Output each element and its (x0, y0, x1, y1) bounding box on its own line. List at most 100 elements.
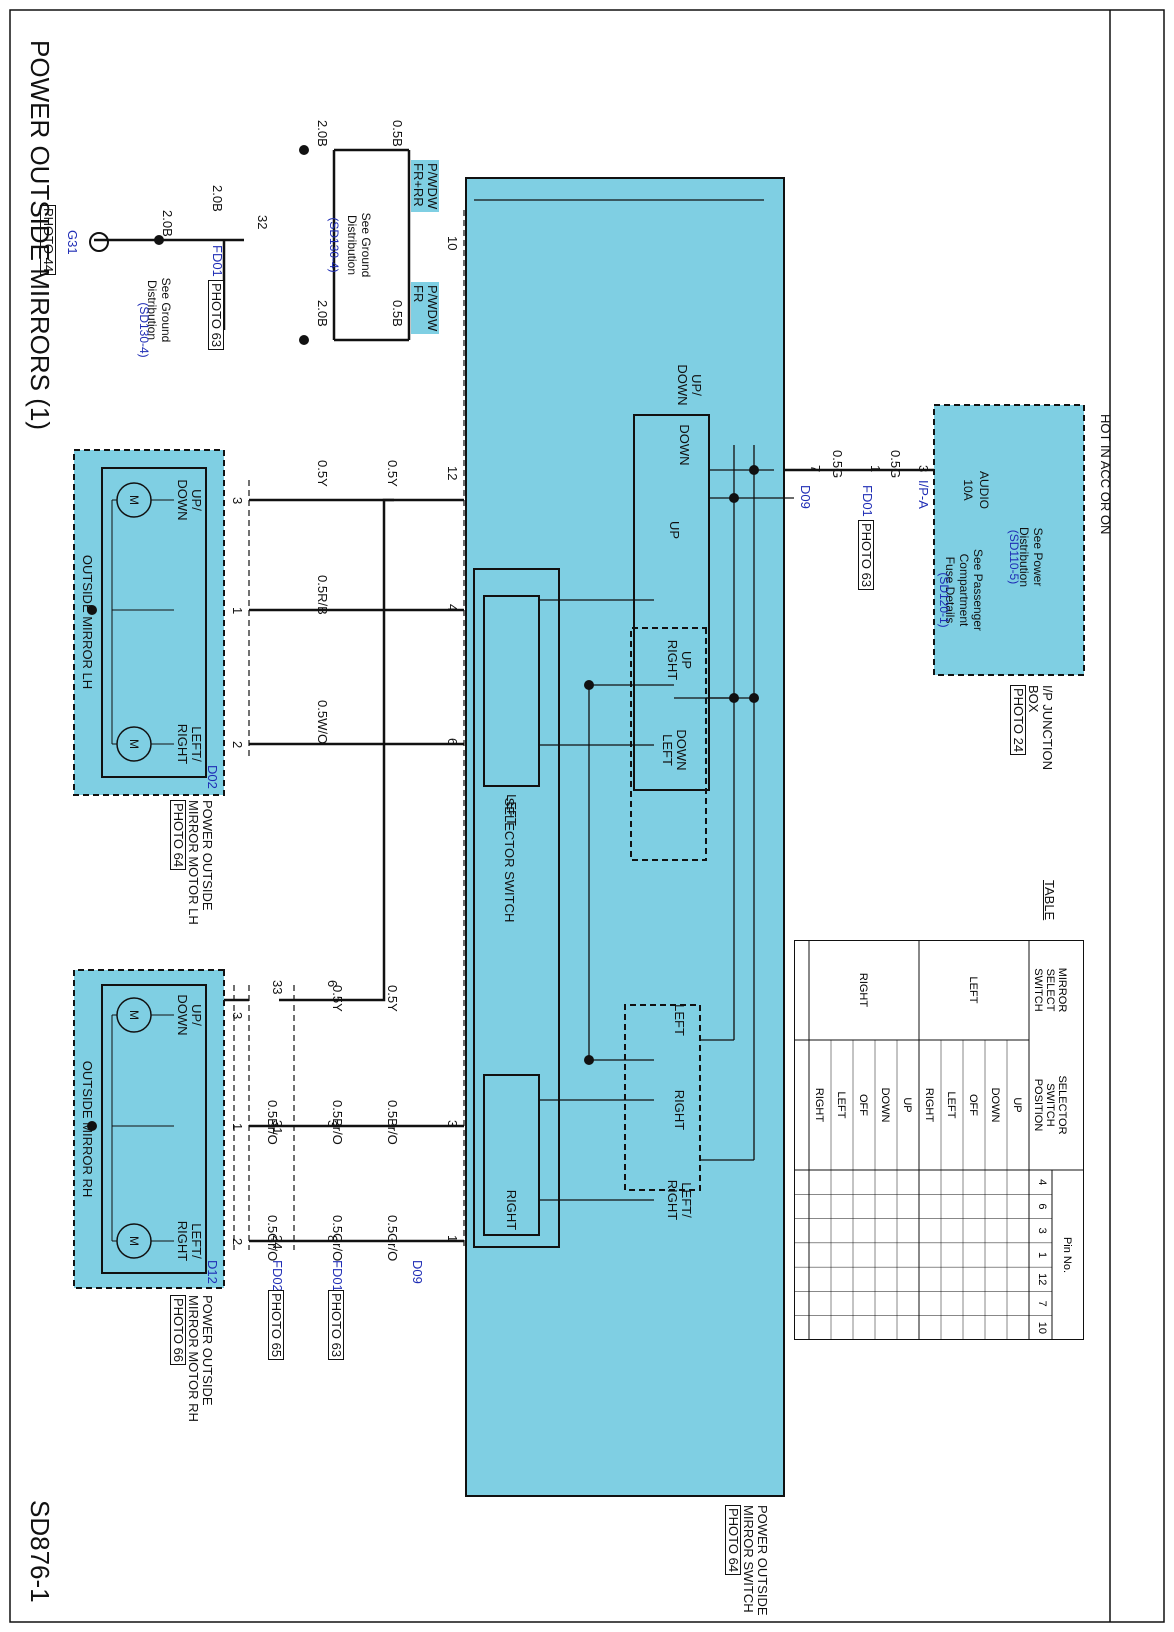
page-code: SD876-1 (25, 1500, 55, 1603)
jb-pin: 3 (916, 465, 931, 473)
rh-motor-lr: M (127, 1236, 141, 1246)
wire-g05a: 0.5G (888, 450, 903, 479)
rh-pin3: 3 (230, 1012, 245, 1020)
table-head-pin: Pin No. (1061, 1237, 1073, 1273)
fd01-a: FD01 (860, 485, 875, 517)
table-row-label: DOWN (879, 1088, 891, 1123)
fd01-b-connector: FD01 (210, 245, 225, 277)
table-head-selector: SELECTORSWITCHPOSITION (1032, 1075, 1068, 1134)
rh-leftright: LEFT/ RIGHT (175, 1220, 204, 1262)
fd01-c-photo: PHOTO 63 (328, 1290, 344, 1361)
wire-b20b: 2.0B (315, 300, 330, 327)
table-row-label: LEFT (835, 1092, 847, 1119)
mirror-rh-name: OUTSIDE MIRROR RH (80, 1060, 95, 1198)
fd01-a-photo: PHOTO 63 (858, 520, 874, 591)
mirror-rh-photo: PHOTO 66 (170, 1295, 186, 1366)
see-ground-a: See Ground Distribution (345, 212, 373, 278)
table-row-label: OFF (857, 1094, 869, 1116)
see-ground-a-ref: (SD130-4) (327, 217, 341, 273)
right-label: RIGHT (672, 1089, 687, 1131)
rh-updown: UP/ DOWN (175, 994, 204, 1036)
wire-b20c: 2.0B (210, 185, 225, 212)
up-right-label: UP RIGHT (665, 639, 694, 681)
table-group-0: LEFT (967, 977, 979, 1004)
see-power-ref: (SD110-5) (1007, 529, 1021, 585)
lh-leftright: LEFT/ RIGHT (175, 723, 204, 765)
wire-gro-rh3: 0.5Gr/O (385, 1215, 400, 1262)
table-row-label: LEFT (945, 1092, 957, 1119)
table-pin-7: 7 (1036, 1301, 1048, 1307)
junction-box-name: I/P JUNCTION BOX (1026, 685, 1055, 770)
mirror-lh-photo: PHOTO 64 (170, 800, 186, 871)
fuse-amp: 10A (961, 479, 975, 501)
lh-updown: UP/ DOWN (175, 479, 204, 521)
pin3: 3 (445, 1120, 460, 1128)
lh-motor-ud: M (127, 495, 141, 505)
pin1: 1 (445, 1235, 460, 1243)
wire-b05a: 0.5B (390, 120, 405, 147)
mirror-switch-name: POWER OUTSIDE MIRROR SWITCH (741, 1505, 770, 1616)
junction-box-photo: PHOTO 24 (1010, 685, 1026, 756)
left-label: LEFT (672, 1004, 687, 1036)
lh-motor-lr: M (127, 739, 141, 749)
d12-connector: D12 (205, 1260, 220, 1284)
fd01-c-connector: FD01 (330, 1260, 345, 1292)
fd02-connector: FD02 (270, 1260, 285, 1292)
wire-y-rh1: 0.5Y (330, 985, 345, 1012)
table-pin-12: 12 (1036, 1273, 1048, 1285)
wire-y-rh2: 0.5Y (385, 985, 400, 1012)
d02-connector: D02 (205, 765, 220, 789)
table-row-label: RIGHT (923, 1088, 935, 1123)
table-pin-1: 1 (1036, 1252, 1048, 1258)
jb-connector: I/P-A (916, 480, 931, 509)
page-title: POWER OUTSIDE MIRRORS (1) (25, 40, 55, 431)
leftright-label: LEFT/ RIGHT (665, 1179, 694, 1221)
table-pin-10: 10 (1036, 1322, 1048, 1334)
see-fuse-ref: (SD120-1) (937, 572, 951, 628)
d09-b-connector: D09 (410, 1260, 425, 1284)
fd02-pin33: 33 (270, 980, 285, 995)
table-head-mirror: MIRRORSELECTSWITCH (1032, 968, 1068, 1013)
selector-left: LEFT (504, 794, 519, 826)
rh-pin1: 1 (230, 1123, 245, 1131)
table-row-label: DOWN (989, 1088, 1001, 1123)
fd02-pin24: 24 (270, 1235, 285, 1250)
pin4: 4 (445, 604, 460, 612)
pin6: 6 (445, 738, 460, 746)
d09-a: D09 (798, 485, 813, 509)
fd01-pin8: 8 (325, 1235, 340, 1243)
rh-pin2: 2 (230, 1238, 245, 1246)
pw-tag-frrr: P/WDW FR+RR (411, 160, 440, 213)
lh-pin2: 2 (230, 741, 245, 749)
see-ground-b-ref: (SD130-4) (137, 302, 151, 358)
down-left-label: DOWN LEFT (660, 729, 689, 771)
fd02-pin31: 31 (270, 1120, 285, 1135)
table-row-label: RIGHT (813, 1088, 825, 1123)
table-pin-4: 4 (1036, 1179, 1048, 1185)
table-row-label: OFF (967, 1094, 979, 1116)
fuse-name: AUDIO (977, 470, 991, 510)
mirror-lh-title: POWER OUTSIDE MIRROR MOTOR LH (186, 800, 215, 925)
wire-rb-lh: 0.5R/B (315, 575, 330, 615)
table-pin-3: 3 (1036, 1228, 1048, 1234)
fd01-pin6: 6 (325, 980, 340, 988)
hot-label: HOT IN ACC OR ON (1098, 414, 1113, 535)
pin10: 10 (445, 236, 460, 251)
fd01-b-photo: PHOTO 63 (208, 280, 224, 351)
selector-right: RIGHT (504, 1189, 519, 1231)
lh-pin3: 3 (230, 497, 245, 505)
wire-b20a: 2.0B (315, 120, 330, 147)
table-pin-6: 6 (1036, 1203, 1048, 1209)
mirror-switch-box (465, 177, 785, 1497)
lh-pin1: 1 (230, 607, 245, 615)
updown-label: UP/ DOWN (675, 364, 704, 406)
see-power-distribution: See Power Distribution (1017, 526, 1045, 588)
g31-label: G31 (65, 230, 80, 255)
wire-wo-lh: 0.5W/O (315, 700, 330, 745)
fd01-pin3: 3 (325, 1120, 340, 1128)
up-label: UP (667, 520, 682, 540)
